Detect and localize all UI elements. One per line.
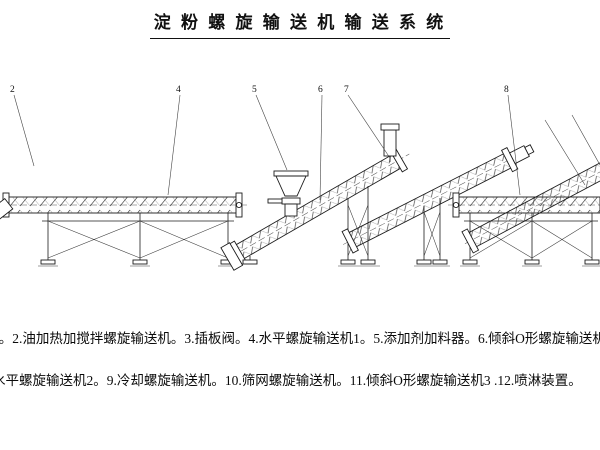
drawing-title: 淀 粉 螺 旋 输 送 机 输 送 系 统 <box>0 8 600 39</box>
callout-number: 4 <box>176 85 181 95</box>
conveyor-inclined-2 <box>341 144 535 267</box>
drive-motor-left-icon <box>0 197 14 230</box>
callout-number: 6 <box>318 85 323 95</box>
callout-number: 7 <box>344 85 349 95</box>
callout-number: 2 <box>10 85 15 95</box>
conveyor-inclined-3 <box>461 114 600 254</box>
callout-number: 8 <box>504 85 509 95</box>
conveyor-inclined-1 <box>220 123 410 271</box>
drive-motor-incline1-icon <box>380 123 400 162</box>
callouts: 2 4 5 6 7 8 <box>10 85 521 201</box>
callout-number: 5 <box>252 85 257 95</box>
support-truss-left <box>38 213 238 267</box>
support-truss-right <box>460 213 600 267</box>
drawing-title-text: 淀 粉 螺 旋 输 送 机 输 送 系 统 <box>149 8 451 39</box>
slide-valve-icon <box>267 197 301 205</box>
conveyor-oil-heated-mixing <box>0 192 248 230</box>
additive-feeder-hopper <box>267 170 309 217</box>
legend-line-2: 水平螺旋输送机2。9.冷却螺旋输送机。10.筛网螺旋输送机。11.倾斜O形螺旋输… <box>0 373 582 388</box>
legend-line-1: 1。2.油加热加搅拌螺旋输送机。3.插板阀。4.水平螺旋输送机1。5.添加剂加料… <box>0 331 600 346</box>
